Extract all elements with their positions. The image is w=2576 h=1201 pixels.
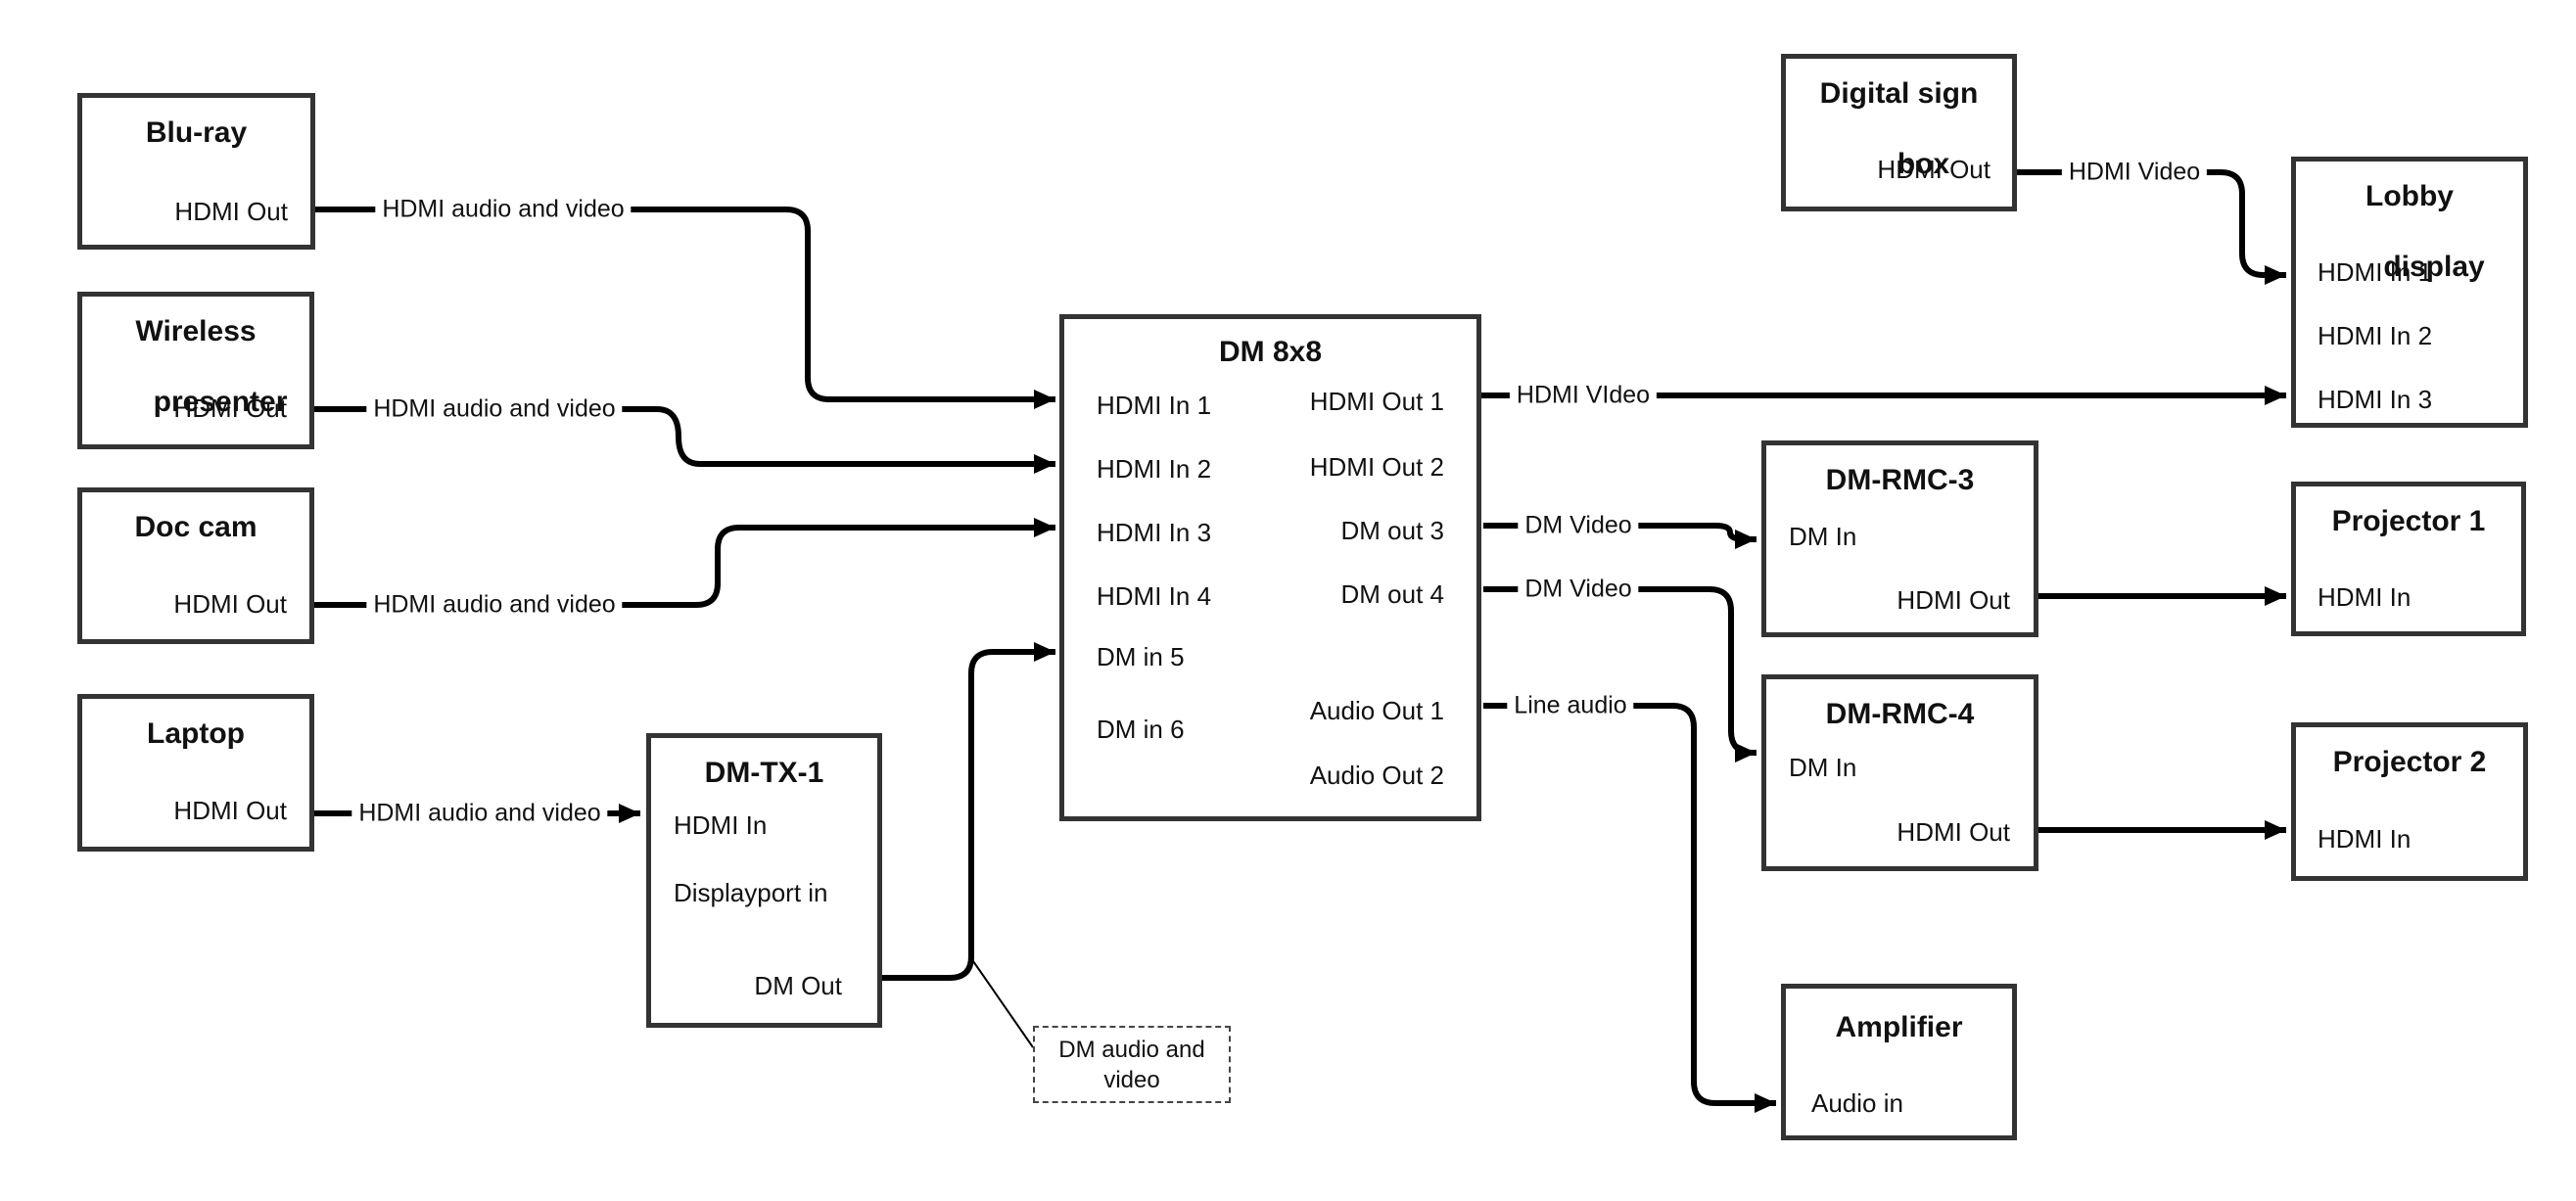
node-lobby-display: Lobby display HDMI In 1 HDMI In 2 HDMI I… [2291, 157, 2528, 428]
wire-dm8x8-out4-to-rmc4 [1483, 586, 1756, 762]
port-hdmi-in: HDMI In [2318, 582, 2412, 612]
node-title: Amplifier [1835, 1011, 1963, 1043]
wire-label-hdmi-video-out1: HDMI VIdeo [1509, 381, 1658, 410]
node-amplifier: Amplifier Audio in [1781, 984, 2017, 1140]
node-projector-1: Projector 1 HDMI In [2291, 482, 2526, 636]
title-line-1: Wireless [135, 315, 257, 347]
note-line-2: video [1103, 1067, 1160, 1093]
port-hdmi-in-3: HDMI In 3 [2318, 385, 2433, 414]
node-dm-rmc-4: DM-RMC-4 DM In HDMI Out [1761, 674, 2038, 871]
note-dm-audio-and-video: DM audio and video [1033, 1026, 1231, 1103]
wire-dm8x8-audio1-to-amplifier [1483, 703, 1776, 1113]
port-hdmi-in-1: HDMI In 1 [2318, 257, 2433, 287]
title-line-2: display [2383, 251, 2485, 283]
port-hdmi-in-1: HDMI In 1 [1097, 391, 1212, 420]
port-dm-out-3: DM out 3 [1340, 516, 1445, 545]
wire-wireless-to-dm8x8-in2 [314, 406, 1055, 474]
port-hdmi-out-2: HDMI Out 2 [1309, 452, 1444, 482]
port-hdmi-out: HDMI Out [174, 197, 288, 226]
node-dm-tx-1: DM-TX-1 HDMI In Displayport in DM Out [646, 733, 882, 1028]
port-hdmi-out: HDMI Out [1897, 817, 2010, 847]
port-audio-out-1: Audio Out 1 [1309, 696, 1444, 725]
node-title: DM 8x8 [1218, 336, 1323, 368]
node-title: Wireless presenter [82, 314, 309, 420]
node-digital-sign-box: Digital sign box HDMI Out [1781, 54, 2017, 211]
port-audio-in: Audio in [1811, 1088, 1903, 1118]
node-dm-rmc-3: DM-RMC-3 DM In HDMI Out [1761, 440, 2038, 637]
port-dm-in-5: DM in 5 [1097, 642, 1185, 671]
wire-doccam-to-dm8x8-in3 [314, 518, 1055, 608]
wire-dm8x8-out3-to-rmc3 [1483, 523, 1756, 549]
port-displayport-in: Displayport in [674, 878, 828, 907]
port-dm-in: DM In [1789, 753, 1857, 782]
port-hdmi-out: HDMI Out [173, 393, 287, 423]
note-callout-line [972, 960, 1034, 1048]
title-line-1: Lobby [2365, 180, 2454, 212]
wire-label-dm-video-4: DM Video [1518, 575, 1639, 604]
node-title: Digital sign box [1786, 76, 2012, 182]
wire-bluray-to-dm8x8-in1 [315, 207, 1055, 409]
node-title: DM-RMC-4 [1825, 698, 1975, 730]
node-title: Lobby display [2296, 179, 2523, 285]
port-hdmi-in-3: HDMI In 3 [1097, 518, 1212, 547]
wire-dmtx1-to-dm8x8-in5 [882, 642, 1055, 981]
wire-label-doccam: HDMI audio and video [366, 590, 623, 620]
node-projector-2: Projector 2 HDMI In [2291, 722, 2528, 881]
wire-signbox-to-lobby-in1 [2017, 169, 2286, 285]
node-title: Projector 2 [2332, 746, 2487, 778]
port-hdmi-in-2: HDMI In 2 [2318, 321, 2433, 350]
node-title: Doc cam [134, 511, 258, 543]
wire-label-line-audio: Line audio [1507, 691, 1634, 720]
node-wireless-presenter: Wireless presenter HDMI Out [77, 292, 314, 449]
node-title: Projector 1 [2331, 505, 2486, 537]
port-hdmi-out: HDMI Out [173, 796, 287, 825]
wire-label-laptop: HDMI audio and video [351, 799, 608, 828]
port-hdmi-in-2: HDMI In 2 [1097, 454, 1212, 484]
title-line-2: presenter [153, 386, 288, 418]
note-line-1: DM audio and [1058, 1037, 1205, 1063]
wire-label-wireless: HDMI audio and video [366, 394, 623, 424]
port-dm-out: DM Out [754, 971, 842, 1000]
port-dm-in: DM In [1789, 522, 1857, 551]
port-hdmi-in-4: HDMI In 4 [1097, 581, 1212, 611]
title-line-1: Digital sign [1819, 77, 1979, 110]
node-laptop: Laptop HDMI Out [77, 694, 314, 852]
node-dm-8x8: DM 8x8 HDMI In 1 HDMI In 2 HDMI In 3 HDM… [1059, 314, 1481, 821]
wire-label-dm-video-3: DM Video [1518, 511, 1639, 540]
port-audio-out-2: Audio Out 2 [1309, 761, 1444, 790]
title-line-2: box [1897, 148, 1950, 180]
port-dm-in-6: DM in 6 [1097, 715, 1185, 744]
port-hdmi-in: HDMI In [674, 810, 768, 840]
port-hdmi-out: HDMI Out [1877, 155, 1991, 184]
wire-label-bluray: HDMI audio and video [375, 195, 632, 224]
port-hdmi-out: HDMI Out [1897, 585, 2010, 615]
node-title: DM-TX-1 [704, 757, 824, 789]
node-title: Blu-ray [145, 116, 248, 149]
wire-label-hdmi-video-sign: HDMI Video [2061, 158, 2208, 187]
port-dm-out-4: DM out 4 [1340, 579, 1445, 609]
node-blu-ray: Blu-ray HDMI Out [77, 93, 315, 250]
node-title: DM-RMC-3 [1825, 464, 1975, 496]
port-hdmi-out: HDMI Out [173, 589, 287, 619]
port-hdmi-out-1: HDMI Out 1 [1309, 387, 1444, 416]
node-title: Laptop [147, 717, 245, 750]
node-doc-cam: Doc cam HDMI Out [77, 487, 314, 644]
port-hdmi-in: HDMI In [2318, 824, 2412, 854]
